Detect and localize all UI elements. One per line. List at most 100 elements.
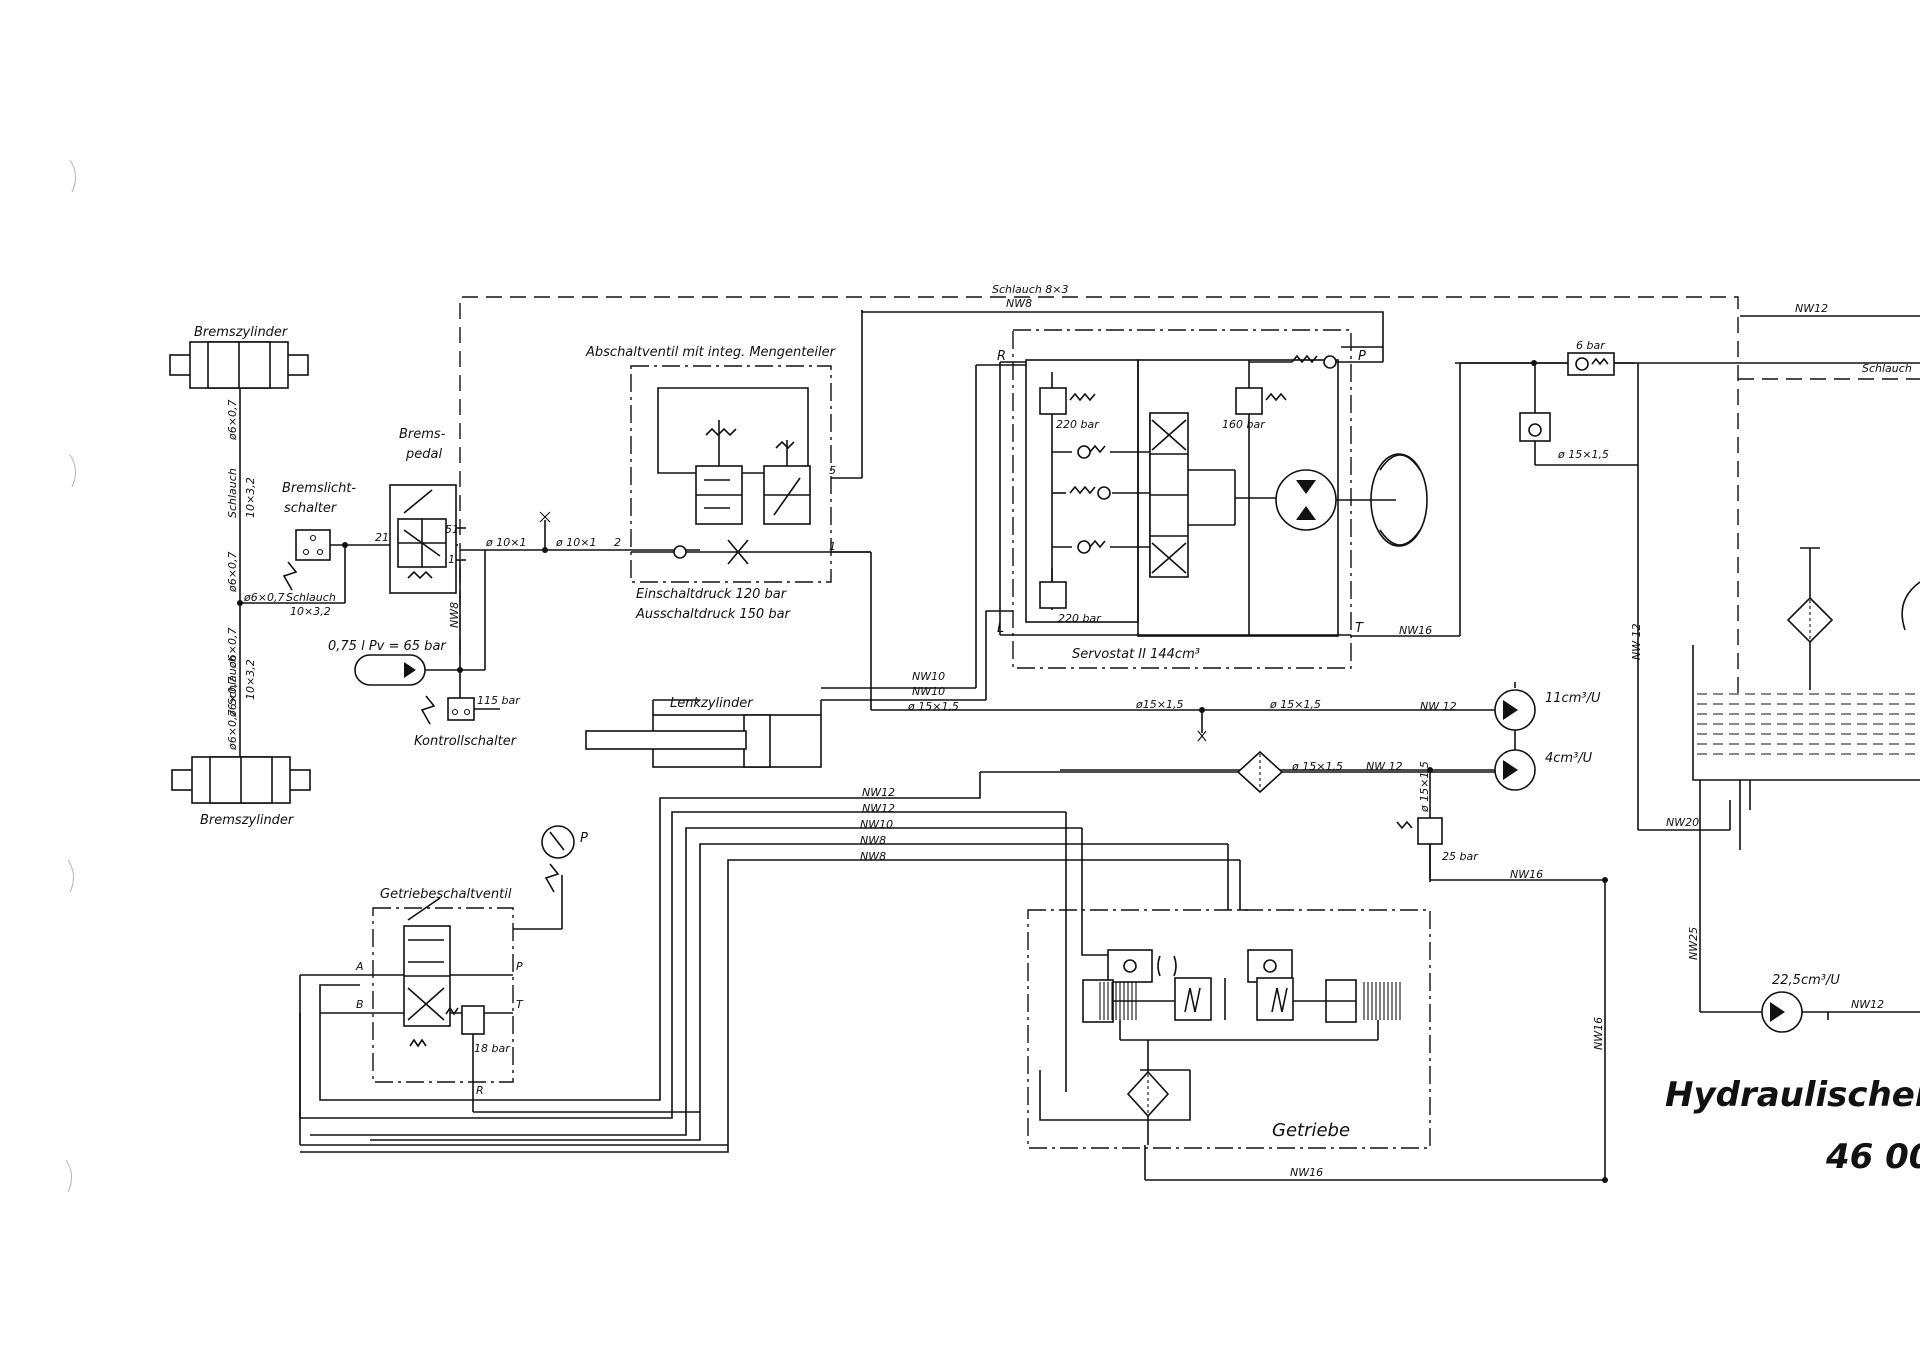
brake-light-switch <box>282 529 331 591</box>
label-d10-v-top: 10×3,2 <box>244 477 257 518</box>
label-pump-4: 4cm³/U <box>1545 751 1593 766</box>
label-bremspedal-1: Brems- <box>399 427 446 442</box>
servostat-steering-unit <box>999 329 1461 669</box>
label-160: 160 bar <box>1222 418 1266 431</box>
pedal-supply-lines <box>415 511 700 700</box>
label-d15-d: ø 15×1,5 <box>1291 760 1343 773</box>
label-port-2: 2 <box>614 536 621 549</box>
label-port-P: P <box>1358 349 1366 364</box>
label-bremslicht-2: schalter <box>284 501 338 516</box>
label-einschaltdruck: Einschaltdruck 120 bar <box>636 587 788 602</box>
label-port-51: 51 <box>445 523 459 536</box>
label-kontrollschalter: Kontrollschalter <box>414 734 518 749</box>
label-220-bottom: 220 bar <box>1058 612 1102 625</box>
label-nw10-a: NW10 <box>912 670 945 683</box>
label-d15-right: ø 15×1,5 <box>1557 448 1609 461</box>
label-port-L: L <box>997 621 1004 636</box>
label-gv-B: B <box>356 998 364 1011</box>
label-d6-h: ø6×0,7 <box>243 591 284 604</box>
label-getriebeschaltventil: Getriebeschaltventil <box>380 887 512 902</box>
label-nw20: NW20 <box>1666 816 1699 829</box>
label-abschaltventil: Abschaltventil mit integ. Mengenteiler <box>585 345 837 360</box>
label-nw8-vertical: NW8 <box>448 602 461 628</box>
label-d15-a: ø 15×1,5 <box>907 700 959 713</box>
nw16-return <box>1144 880 1608 1183</box>
label-schlauch-h: Schlauch <box>286 591 336 604</box>
label-schlauch-8x3: Schlauch 8×3 <box>992 283 1069 296</box>
brake-vertical-line <box>237 388 390 757</box>
label-port-1-pedal: 1 <box>448 553 455 566</box>
label-pressure-gauge: P <box>580 831 588 846</box>
label-nw16-servo: NW16 <box>1399 624 1432 637</box>
pump-4 <box>1494 730 1536 791</box>
cutoff-valve <box>630 310 872 710</box>
label-d6-top: ø6×0,7 <box>226 400 239 441</box>
label-bremspedal-2: pedal <box>405 447 442 462</box>
label-gv-P: P <box>516 960 523 973</box>
return-filter <box>1786 547 1920 690</box>
title-line1: Hydraulischer S <box>1665 1075 1920 1115</box>
label-nw12-vertical: NW 12 <box>1630 623 1643 660</box>
label-schlauch-v-low: Schlauch <box>226 655 239 705</box>
label-d15-c: ø 15×1,5 <box>1269 698 1321 711</box>
label-lenkzylinder: Lenkzylinder <box>670 696 754 711</box>
pump-11 <box>1494 682 1536 731</box>
pressure-filter <box>980 750 1495 794</box>
label-nw8-top: NW8 <box>1006 297 1032 310</box>
label-bremszylinder-top: Bremszylinder <box>194 325 289 340</box>
oil-tank <box>1692 645 1920 1020</box>
label-d10-b: ø 10×1 <box>555 536 596 549</box>
label-nw16-bottom: NW16 <box>1290 1166 1323 1179</box>
label-nw10-b: NW10 <box>912 685 945 698</box>
label-gv-R: R <box>476 1084 484 1097</box>
label-nw25: NW25 <box>1687 927 1700 960</box>
label-port-21: 21 <box>375 531 389 544</box>
label-d10-a: ø 10×1 <box>485 536 526 549</box>
label-d6-low: ø6×0,7 <box>226 628 239 669</box>
labels: Bremszylinder Bremszylinder Brems- pedal… <box>194 283 1920 1179</box>
steering-cylinder <box>585 364 1026 768</box>
label-bremszylinder-bottom: Bremszylinder <box>200 813 295 828</box>
label-bremslicht-1: Bremslicht- <box>282 481 356 496</box>
pump-suction-lines <box>871 707 1495 880</box>
transmission <box>1027 909 1431 1149</box>
gear-shift-valve <box>299 875 728 1146</box>
brake-cylinder-top <box>169 341 309 389</box>
binder-marks <box>65 159 77 1193</box>
label-pump-11: 11cm³/U <box>1545 691 1601 706</box>
label-port-T: T <box>1355 621 1364 636</box>
label-pump-22: 22,5cm³/U <box>1772 973 1840 988</box>
label-d6-mid: ø6×0,7 <box>226 552 239 593</box>
label-accumulator: 0,75 l Pv = 65 bar <box>328 639 447 654</box>
label-nw12-bottom: NW12 <box>1851 998 1884 1011</box>
label-25-bar: 25 bar <box>1442 850 1479 863</box>
label-nw12-d: NW 12 <box>1366 760 1403 773</box>
label-port-5: 5 <box>829 464 836 477</box>
label-port-R: R <box>997 349 1006 364</box>
pressure-gauge <box>541 825 575 893</box>
label-bundle-1: NW12 <box>862 786 895 799</box>
title-line2: 46 00 <box>1825 1137 1920 1177</box>
label-nw16-vertical: NW16 <box>1592 1017 1605 1050</box>
check-valve-6bar <box>1460 352 1635 376</box>
label-d10-h: 10×3,2 <box>290 605 331 618</box>
label-getriebe: Getriebe <box>1272 1120 1350 1141</box>
brake-pedal-valve <box>389 484 466 594</box>
label-port-1: 1 <box>829 540 836 553</box>
label-bundle-2: NW12 <box>862 802 895 815</box>
label-schlauch-right: Schlauch <box>1862 362 1912 375</box>
label-d15-v: ø 15×1,5 <box>1418 761 1431 813</box>
label-nw12-pump: NW 12 <box>1420 700 1457 713</box>
accumulator <box>354 654 426 686</box>
label-bundle-4: NW8 <box>860 834 886 847</box>
label-115-bar: 115 bar <box>477 694 521 707</box>
label-d10-v-low: 10×3,2 <box>244 659 257 700</box>
label-d6-bottom: ø6×0,7 <box>226 710 239 751</box>
right-vertical-lines <box>1637 363 1731 831</box>
label-bundle-5: NW8 <box>860 850 886 863</box>
brake-cylinder-bottom <box>171 756 311 804</box>
label-d6-low2: ø6×0,7 <box>226 677 239 718</box>
label-nw12-top: NW12 <box>1795 302 1828 315</box>
label-d15-b: ø15×1,5 <box>1135 698 1183 711</box>
label-ausschaltdruck: Ausschaltdruck 150 bar <box>635 607 792 622</box>
